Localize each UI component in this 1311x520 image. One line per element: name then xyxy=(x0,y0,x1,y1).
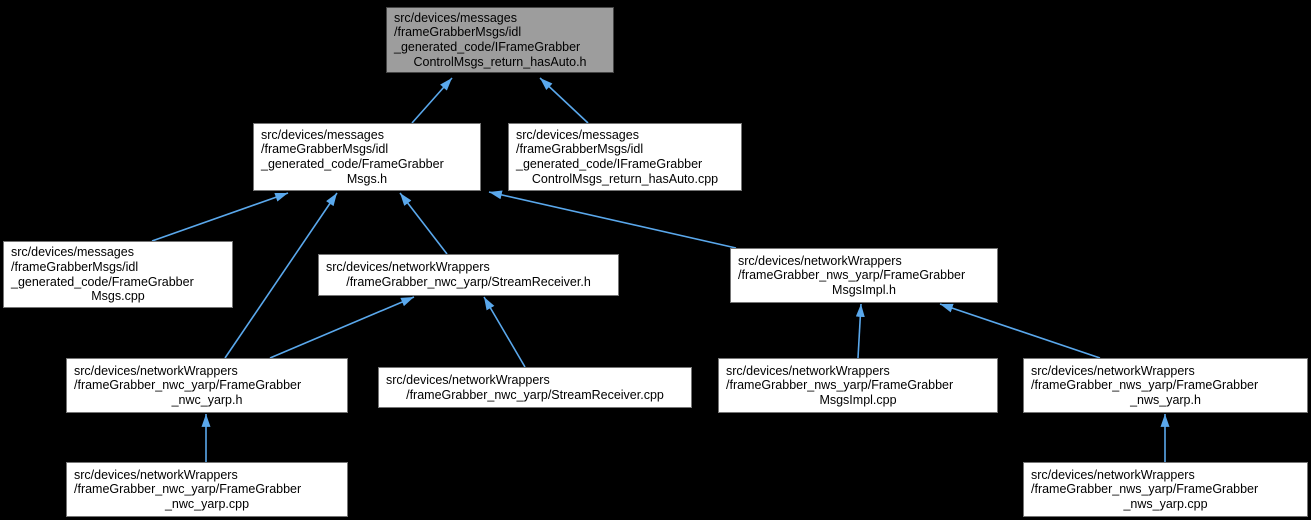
node-label-line: _generated_code/FrameGrabber xyxy=(261,157,444,171)
node-label-line: src/devices/networkWrappers xyxy=(1031,363,1195,378)
dependency-edge-FrameGrabberMsgs_cpp--FrameGrabberMsgs_h xyxy=(151,192,289,242)
node-label-line: src/devices/messages xyxy=(516,127,639,142)
node-label-line: Msgs.h xyxy=(346,171,388,186)
node-label-line: /frameGrabber_nwc_yarp/StreamReceiver.h xyxy=(346,275,591,289)
graph-node-FrameGrabber_nws_yarp_cpp[interactable]: src/devices/networkWrappers/frameGrabber… xyxy=(1023,462,1308,517)
graph-node-FrameGrabber_nws_yarp_h[interactable]: src/devices/networkWrappers/frameGrabber… xyxy=(1023,358,1308,413)
dependency-edge-StreamReceiver_cpp--StreamReceiver_h xyxy=(483,296,526,368)
node-label-line: /frameGrabber_nwc_yarp/StreamReceiver.cp… xyxy=(406,387,664,402)
node-label-line: ControlMsgs_return_hasAuto.h xyxy=(413,54,587,69)
node-label-line: src/devices/networkWrappers xyxy=(386,372,550,387)
node-label-line: src/devices/messages xyxy=(11,245,134,260)
node-label-line: /frameGrabber_nws_yarp/FrameGrabber xyxy=(726,378,954,393)
node-label-line: /frameGrabberMsgs/idl xyxy=(516,142,644,157)
dependency-edge-StreamReceiver_h--FrameGrabberMsgs_h xyxy=(399,192,448,255)
graph-node-FrameGrabber_nwc_yarp_h[interactable]: src/devices/networkWrappers/frameGrabber… xyxy=(66,358,348,413)
dependency-edge-IFrameGrabberControlMsgs_return_hasAuto_cpp--IFrameGrabberControlMsgs_return_hasAuto_h xyxy=(539,77,589,124)
node-label-line: src/devices/networkWrappers xyxy=(326,260,490,275)
graph-node-FrameGrabberMsgs_h[interactable]: src/devices/messages/frameGrabberMsgs/id… xyxy=(253,123,481,191)
node-label-line: /frameGrabber_nws_yarp/FrameGrabber xyxy=(1031,482,1259,497)
graph-node-StreamReceiver_h[interactable]: src/devices/networkWrappers/frameGrabber… xyxy=(318,254,619,296)
graph-node-IFrameGrabberControlMsgs_return_hasAuto_h: src/devices/messages/frameGrabberMsgs/id… xyxy=(386,7,614,73)
node-label-line: /frameGrabberMsgs/idl xyxy=(394,25,522,40)
dependency-edge-FrameGrabber_nws_yarp_h--FrameGrabberMsgsImpl_h xyxy=(939,303,1101,359)
graph-node-FrameGrabberMsgsImpl_cpp[interactable]: src/devices/networkWrappers/frameGrabber… xyxy=(718,358,998,413)
node-label-line: src/devices/messages xyxy=(261,127,384,142)
node-label-line: _nwc_yarp.h xyxy=(171,392,243,407)
graph-node-StreamReceiver_cpp[interactable]: src/devices/networkWrappers/frameGrabber… xyxy=(378,367,692,408)
node-label-line: src/devices/networkWrappers xyxy=(74,467,238,482)
node-label-line: _nwc_yarp.cpp xyxy=(164,496,250,511)
node-label-line: /frameGrabber_nws_yarp/FrameGrabber xyxy=(1031,378,1259,393)
node-label-line: _nws_yarp.cpp xyxy=(1123,496,1208,511)
node-label-line: ControlMsgs_return_hasAuto.cpp xyxy=(531,171,719,186)
node-label-line: src/devices/networkWrappers xyxy=(74,363,238,378)
node-label-line: /frameGrabberMsgs/idl xyxy=(11,259,139,274)
node-label-line: src/devices/messages xyxy=(394,10,517,25)
node-label-line: Msgs.cpp xyxy=(91,289,145,304)
dependency-edge-FrameGrabberMsgsImpl_h--FrameGrabberMsgs_h xyxy=(488,190,737,249)
node-label-line: MsgsImpl.cpp xyxy=(819,392,897,407)
node-label-line: src/devices/networkWrappers xyxy=(738,253,902,268)
node-label-line: /frameGrabber_nws_yarp/FrameGrabber xyxy=(738,268,966,283)
dependency-edge-FrameGrabber_nwc_yarp_h--StreamReceiver_h xyxy=(269,296,415,359)
graph-node-FrameGrabber_nwc_yarp_cpp[interactable]: src/devices/networkWrappers/frameGrabber… xyxy=(66,462,348,517)
node-label-line: src/devices/networkWrappers xyxy=(726,363,890,378)
dependency-edge-FrameGrabber_nwc_yarp_h--FrameGrabberMsgs_h xyxy=(224,192,338,359)
node-label-line: /frameGrabberMsgs/idl xyxy=(261,142,389,157)
graph-node-FrameGrabberMsgs_cpp[interactable]: src/devices/messages/frameGrabberMsgs/id… xyxy=(3,241,233,308)
dependency-edge-FrameGrabberMsgsImpl_cpp--FrameGrabberMsgsImpl_h xyxy=(855,303,865,359)
node-label-line: /frameGrabber_nwc_yarp/FrameGrabber xyxy=(74,378,302,393)
node-label-line: src/devices/networkWrappers xyxy=(1031,467,1195,482)
node-label-line: _generated_code/IFrameGrabber xyxy=(516,157,703,171)
node-label-line: /frameGrabber_nwc_yarp/FrameGrabber xyxy=(74,482,302,497)
graph-node-IFrameGrabberControlMsgs_return_hasAuto_cpp[interactable]: src/devices/messages/frameGrabberMsgs/id… xyxy=(508,123,742,191)
node-label-line: _generated_code/FrameGrabber xyxy=(11,274,194,289)
node-label-line: MsgsImpl.h xyxy=(832,282,896,297)
node-label-line: _generated_code/IFrameGrabber xyxy=(394,40,581,54)
node-label-line: _nws_yarp.h xyxy=(1130,392,1201,407)
graph-node-FrameGrabberMsgsImpl_h[interactable]: src/devices/networkWrappers/frameGrabber… xyxy=(730,248,998,303)
dependency-edge-FrameGrabberMsgs_h--IFrameGrabberControlMsgs_return_hasAuto_h xyxy=(411,77,453,124)
